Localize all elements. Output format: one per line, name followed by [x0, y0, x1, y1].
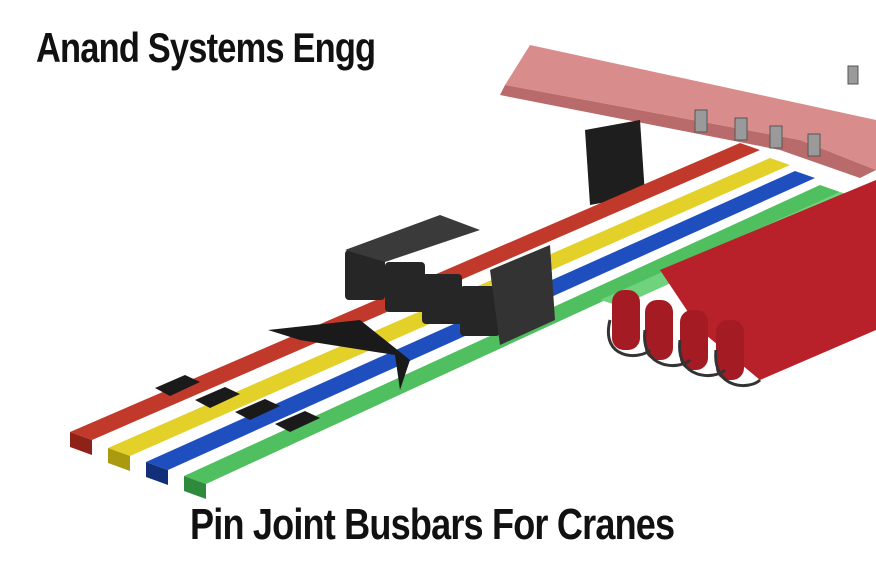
collector-blocks	[345, 215, 555, 345]
mounting-bracket	[500, 45, 876, 205]
joint-clips	[155, 320, 410, 432]
product-caption: Pin Joint Busbars For Cranes	[190, 500, 675, 549]
collector-trolley	[606, 180, 876, 387]
company-title: Anand Systems Engg	[36, 24, 376, 71]
